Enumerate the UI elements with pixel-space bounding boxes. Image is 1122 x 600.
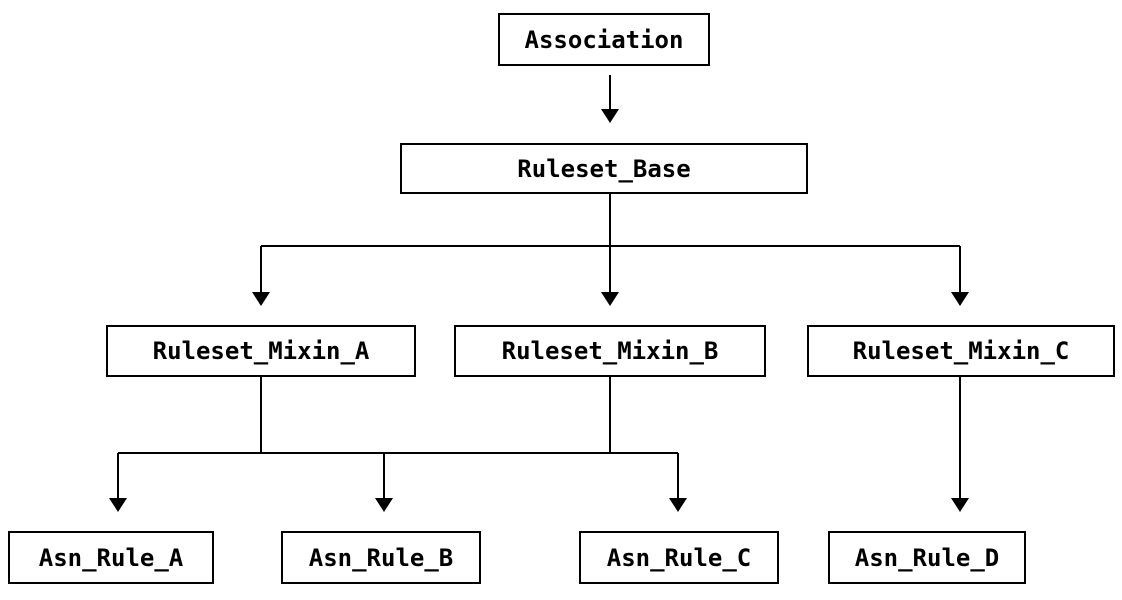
node-ruleset-mixin-c: Ruleset_Mixin_C: [807, 325, 1115, 377]
node-asn-rule-d: Asn_Rule_D: [828, 531, 1026, 584]
arrow-down-icon: [951, 292, 969, 306]
node-ruleset-mixin-a: Ruleset_Mixin_A: [106, 325, 416, 377]
arrow-down-icon: [109, 498, 127, 512]
edge-association-to-ruleset-base: [601, 75, 619, 123]
arrow-down-icon: [601, 292, 619, 306]
edge-mixins-ab-to-rules-abc: [109, 377, 687, 512]
node-ruleset-mixin-b: Ruleset_Mixin_B: [454, 325, 766, 377]
arrow-down-icon: [601, 109, 619, 123]
node-asn-rule-b: Asn_Rule_B: [281, 531, 481, 584]
arrow-down-icon: [252, 292, 270, 306]
edge-mixin-c-to-rule-d: [951, 377, 969, 512]
arrow-down-icon: [375, 498, 393, 512]
arrow-down-icon: [669, 498, 687, 512]
node-asn-rule-c: Asn_Rule_C: [579, 531, 779, 584]
node-association: Association: [498, 13, 710, 66]
arrow-down-icon: [951, 498, 969, 512]
edge-ruleset-base-to-mixins: [252, 194, 969, 306]
node-ruleset-base: Ruleset_Base: [400, 143, 808, 194]
node-asn-rule-a: Asn_Rule_A: [8, 531, 214, 584]
